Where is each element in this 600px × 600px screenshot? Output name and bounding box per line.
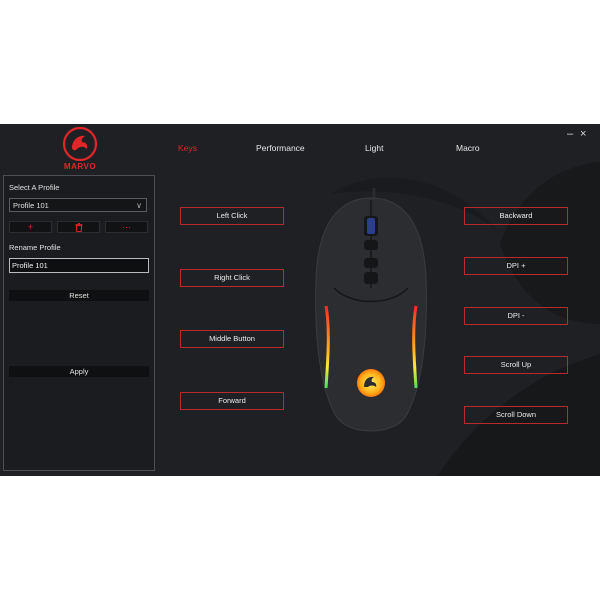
- more-options-button[interactable]: ···: [105, 221, 148, 233]
- dpi-minus-button[interactable]: DPI -: [464, 307, 568, 325]
- chevron-down-icon: ∨: [136, 201, 142, 210]
- tab-performance[interactable]: Performance: [256, 143, 305, 153]
- more-icon: ···: [122, 222, 131, 232]
- mouse-image: [315, 188, 427, 432]
- delete-profile-button[interactable]: [57, 221, 100, 233]
- app-window: MARVO – × Keys Performance Light Macro S…: [0, 124, 600, 476]
- scroll-up-button[interactable]: Scroll Up: [464, 356, 568, 374]
- middle-button-button[interactable]: Middle Button: [180, 330, 284, 348]
- profile-select-value: Profile 101: [13, 201, 49, 210]
- minimize-button[interactable]: –: [567, 128, 574, 140]
- tab-light[interactable]: Light: [365, 143, 384, 153]
- right-click-button[interactable]: Right Click: [180, 269, 284, 287]
- marvo-logo-icon: [62, 126, 98, 162]
- forward-button[interactable]: Forward: [180, 392, 284, 410]
- tab-macro[interactable]: Macro: [456, 143, 480, 153]
- rename-profile-input[interactable]: [9, 258, 149, 273]
- reset-button[interactable]: Reset: [9, 290, 149, 301]
- tab-keys[interactable]: Keys: [178, 143, 197, 153]
- trash-icon: [75, 223, 82, 233]
- scroll-down-button[interactable]: Scroll Down: [464, 406, 568, 424]
- select-profile-label: Select A Profile: [9, 183, 60, 192]
- rename-profile-label: Rename Profile: [9, 243, 61, 252]
- profile-select[interactable]: Profile 101 ∨: [9, 198, 147, 212]
- background-swoosh: [330, 162, 600, 476]
- plus-icon: +: [27, 222, 34, 232]
- add-profile-button[interactable]: +: [9, 221, 52, 233]
- apply-button[interactable]: Apply: [9, 366, 149, 377]
- dpi-plus-button[interactable]: DPI +: [464, 257, 568, 275]
- left-click-button[interactable]: Left Click: [180, 207, 284, 225]
- brand-name: MARVO: [63, 162, 97, 171]
- close-button[interactable]: ×: [580, 128, 587, 140]
- backward-button[interactable]: Backward: [464, 207, 568, 225]
- profile-sidebar: Select A Profile Profile 101 ∨ + ··· Ren…: [3, 175, 155, 471]
